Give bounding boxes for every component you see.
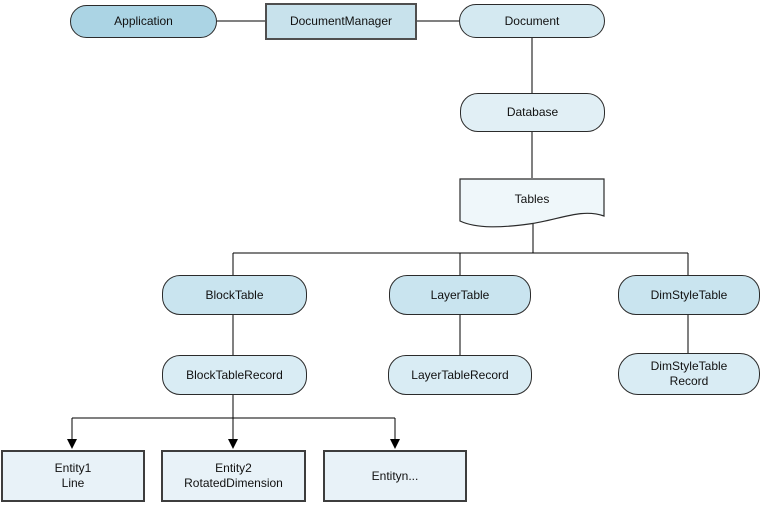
node-document-label: Document (504, 13, 560, 28)
node-dim-style-table-record: DimStyleTable Record (618, 353, 760, 395)
node-dim-style-table-label: DimStyleTable (650, 287, 728, 302)
node-application: Application (70, 5, 217, 38)
node-dim-style-table-record-line2: Record (669, 374, 709, 388)
node-tables-label: Tables (514, 191, 550, 206)
node-entity2-line2: RotatedDimension (184, 476, 283, 490)
node-database-label: Database (506, 105, 559, 119)
node-layer-table: LayerTable (389, 275, 531, 315)
node-block-table-label: BlockTable (205, 287, 264, 302)
arrowhead-entity1 (67, 439, 77, 449)
node-dim-style-table: DimStyleTable (618, 275, 760, 315)
node-entity2: Entity2 RotatedDimension (161, 450, 306, 502)
node-entity1-line2: Line (61, 476, 85, 490)
node-document: Document (459, 4, 605, 38)
node-entity2-line1: Entity2 (215, 461, 252, 475)
node-block-table: BlockTable (162, 275, 307, 315)
arrowhead-entityn (390, 439, 400, 449)
node-block-table-record: BlockTableRecord (162, 355, 307, 395)
node-block-table-record-label: BlockTableRecord (186, 367, 283, 382)
node-entityn-label: Entityn... (371, 468, 419, 483)
node-dim-style-table-record-line1: DimStyleTable (650, 359, 728, 373)
tables-document-shape (459, 178, 605, 228)
node-layer-table-record: LayerTableRecord (388, 355, 532, 395)
node-application-label: Application (114, 14, 173, 28)
node-entity1: Entity1 Line (1, 450, 145, 502)
arrowhead-entity2 (228, 439, 238, 449)
node-database: Database (460, 93, 605, 132)
node-document-manager: DocumentManager (265, 3, 417, 40)
node-entity1-line1: Entity1 (54, 461, 92, 475)
node-tables: Tables (459, 178, 605, 230)
node-layer-table-record-label: LayerTableRecord (411, 367, 509, 382)
node-document-manager-label: DocumentManager (289, 14, 393, 28)
node-layer-table-label: LayerTable (430, 287, 490, 302)
node-entityn: Entityn... (323, 450, 467, 502)
